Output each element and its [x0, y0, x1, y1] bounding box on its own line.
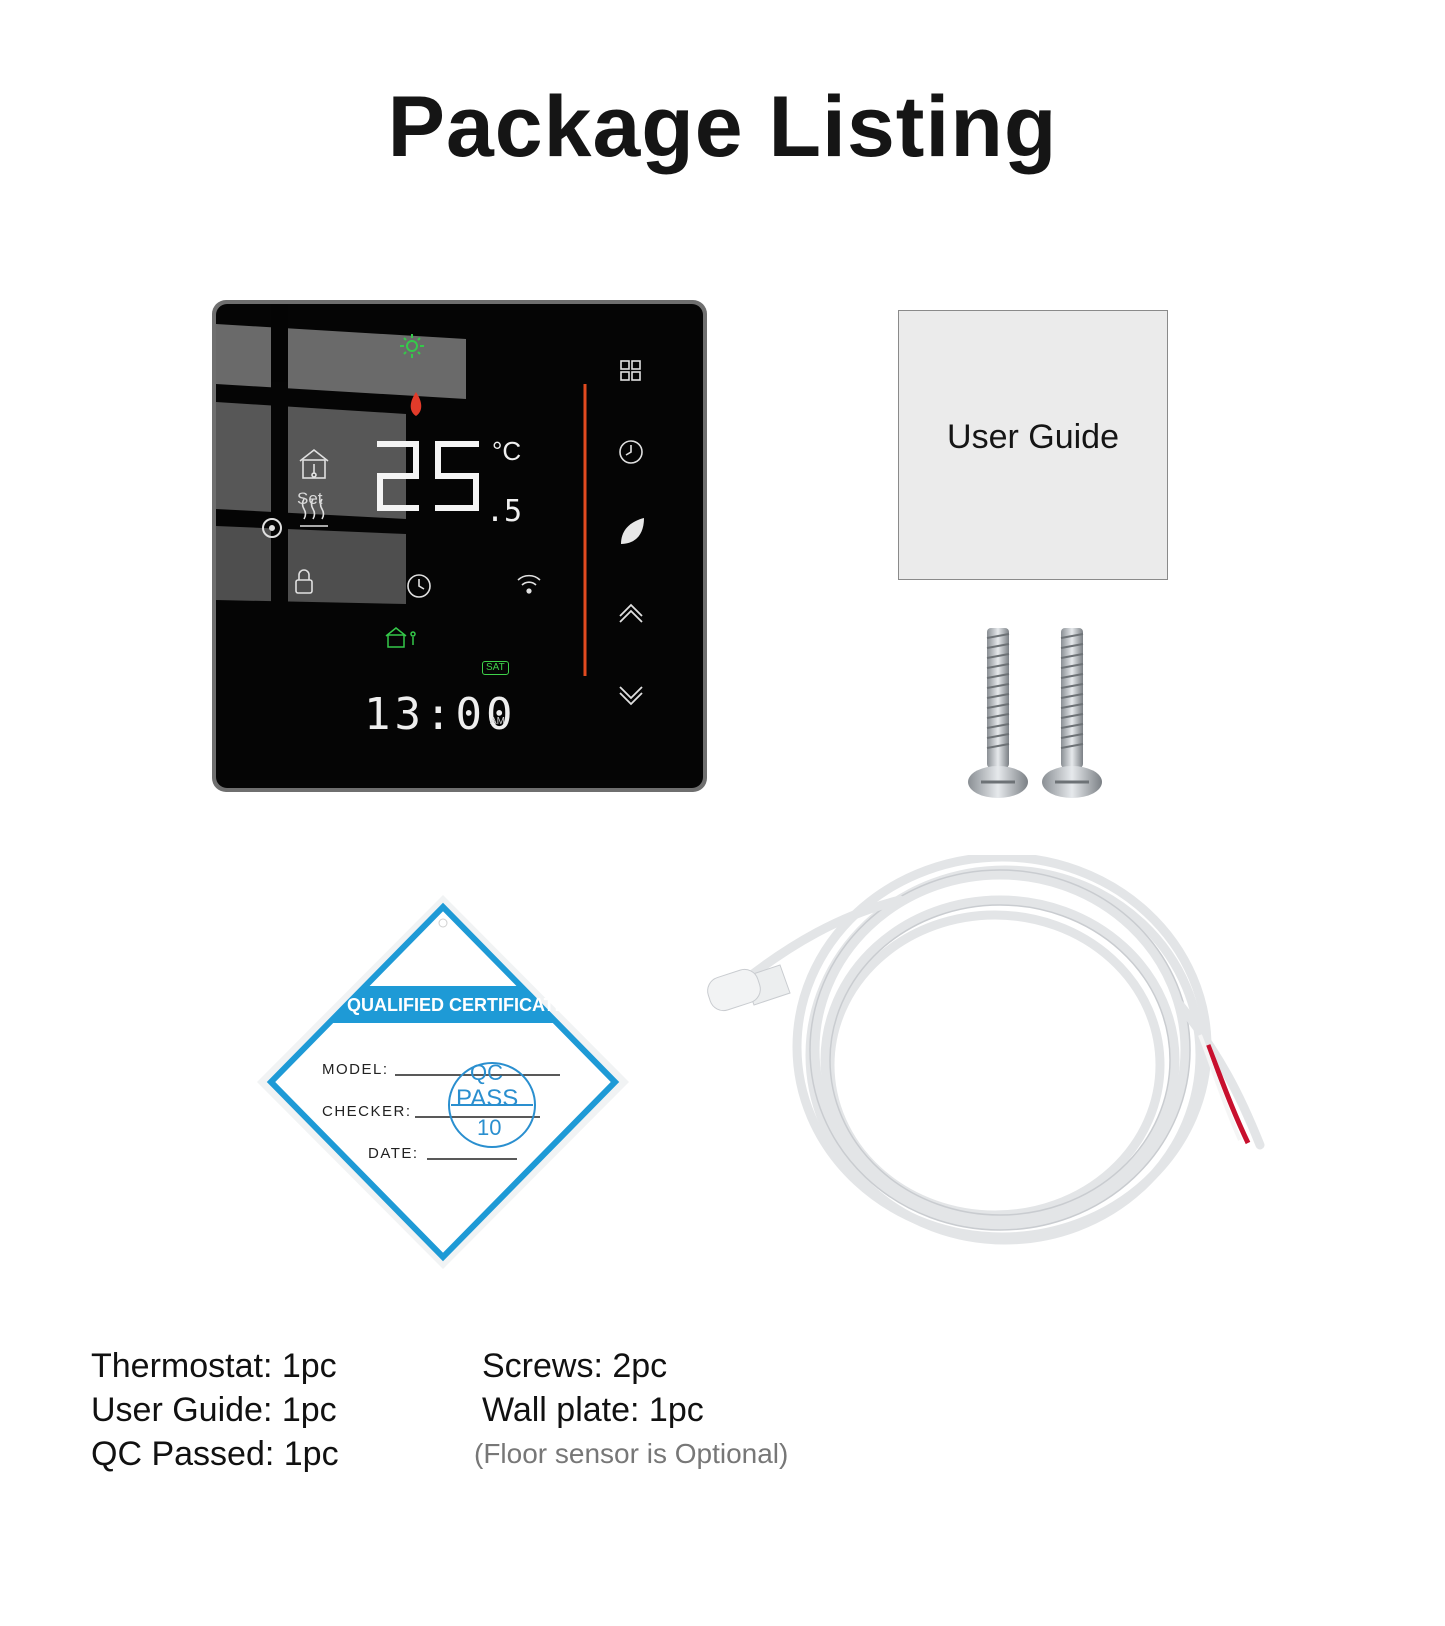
clock-time: 13:00	[364, 689, 517, 740]
floor-sensor-cable-image	[707, 855, 1265, 1245]
list-item: User Guide: 1pc	[91, 1391, 337, 1429]
thermostat-screen: Set °C .5 13:00 AM SAT	[216, 304, 703, 788]
fan-icon	[262, 518, 282, 538]
heating-icon	[300, 498, 328, 527]
set-label: Set	[297, 489, 323, 508]
eco-leaf-icon	[621, 518, 644, 544]
screw-2	[1042, 628, 1102, 798]
stamp-number: 10	[477, 1115, 502, 1140]
temperature-decimal: .5	[486, 494, 523, 529]
thermostat-image: Set °C .5 13:00 AM SAT	[212, 300, 707, 792]
temperature-unit: °C	[492, 436, 522, 466]
flame-icon	[410, 392, 422, 416]
wifi-icon	[517, 574, 541, 594]
list-item: Screws: 2pc	[482, 1347, 668, 1385]
chevron-down-icon	[619, 686, 643, 706]
sun-icon	[400, 334, 424, 358]
list-item: Wall plate: 1pc	[482, 1391, 704, 1429]
away-home-icon	[385, 627, 416, 648]
list-item: Thermostat: 1pc	[91, 1347, 337, 1385]
temperature-digits	[377, 441, 479, 511]
user-guide-image: User Guide	[898, 310, 1168, 580]
menu-grid-icon	[620, 360, 641, 381]
day-badge: SAT	[482, 661, 509, 675]
date-label: DATE:	[368, 1145, 419, 1162]
chevron-up-icon	[619, 603, 643, 623]
schedule-icon	[619, 440, 643, 464]
clock-icon	[407, 574, 431, 598]
screw-1	[968, 628, 1028, 798]
optional-note: (Floor sensor is Optional)	[474, 1438, 789, 1469]
stamp-pass: PASS	[456, 1085, 519, 1112]
model-label: MODEL:	[322, 1061, 389, 1078]
page-title: Package Listing	[387, 79, 1058, 175]
am-label: AM	[490, 716, 505, 727]
package-list-right: Screws: 2pc Wall plate: 1pc (Floor senso…	[474, 1344, 788, 1476]
list-item: QC Passed: 1pc	[91, 1435, 339, 1473]
certificate-shape	[257, 895, 629, 1269]
user-guide-label: User Guide	[947, 417, 1119, 456]
stamp-qc: QC	[470, 1060, 503, 1085]
thermostat-graphics	[216, 304, 644, 706]
lock-icon	[295, 569, 313, 594]
home-temperature-icon	[299, 448, 329, 479]
checker-label: CHECKER:	[322, 1103, 412, 1120]
certificate-heading: QUALIFIED CERTIFICATE	[347, 995, 567, 1015]
package-list-left: Thermostat: 1pc User Guide: 1pc QC Passe…	[91, 1344, 339, 1476]
qc-certificate-image: QUALIFIED CERTIFICATE MODEL: CHECKER: DA…	[255, 893, 631, 1271]
screws-image	[968, 628, 1102, 798]
